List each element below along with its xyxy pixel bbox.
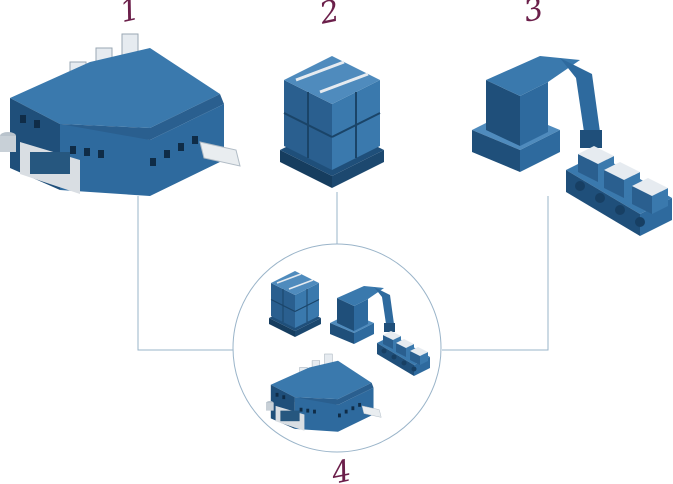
- step-4-label: 4: [328, 453, 355, 484]
- connector-3: [442, 196, 549, 351]
- step-2-label: 2: [316, 0, 343, 32]
- factory-icon: [0, 33, 241, 197]
- pallet-boxes-icon: [278, 54, 386, 190]
- connector-lines: [137, 192, 549, 351]
- connector-1: [137, 196, 236, 351]
- step-3-label: 3: [521, 0, 547, 30]
- robot-arm-conveyor-icon: [472, 56, 672, 236]
- step-1-label: 1: [117, 0, 143, 30]
- mini-pallet-icon: [268, 270, 322, 338]
